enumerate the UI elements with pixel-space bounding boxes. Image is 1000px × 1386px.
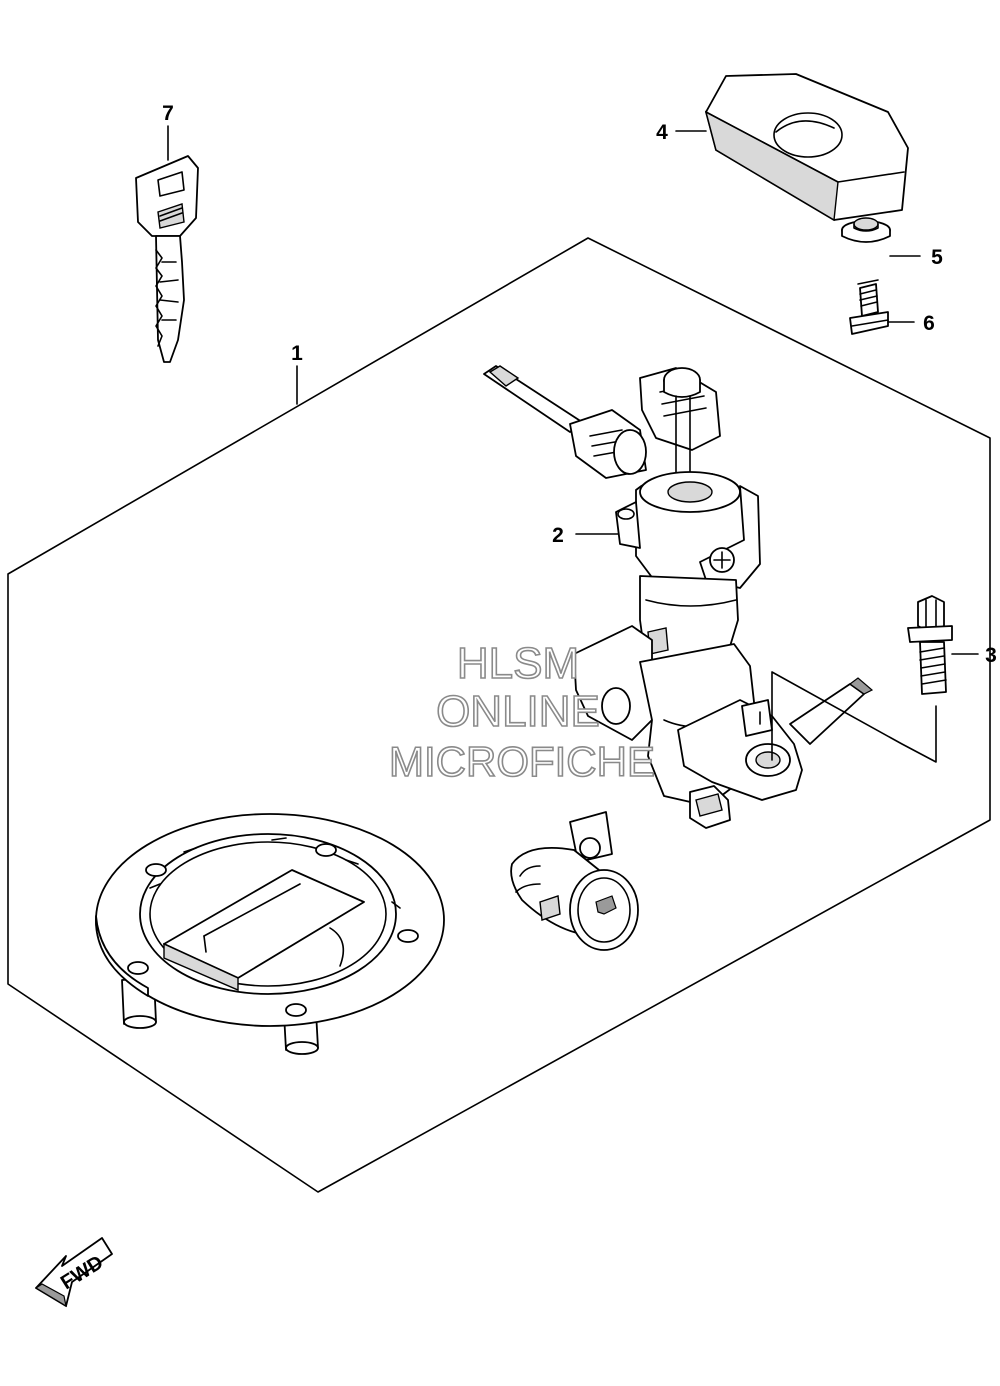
bolt-part — [907, 595, 953, 695]
ignition-switch-part — [483, 365, 874, 829]
callouts: 7 1 2 4 5 6 3 — [162, 102, 997, 667]
callout-2: 2 — [552, 524, 564, 547]
callout-6: 6 — [923, 312, 935, 335]
callout-7: 7 — [162, 102, 174, 125]
seat-lock-part — [510, 811, 639, 951]
leader-lines — [167, 125, 979, 763]
callout-5: 5 — [931, 246, 943, 269]
fwd-arrow: FWD — [34, 1237, 113, 1308]
grommet-part — [841, 217, 891, 243]
cover-part — [704, 73, 909, 222]
watermark-line-2: ONLINE — [436, 687, 600, 736]
watermark-line-3: MICROFICHE — [389, 738, 655, 785]
assembly-box — [7, 237, 991, 1193]
watermark-line-1: HLSM — [457, 639, 579, 688]
callout-3: 3 — [985, 644, 997, 667]
fuel-cap-part — [95, 813, 445, 1055]
callout-4: 4 — [656, 121, 668, 144]
callout-1: 1 — [291, 342, 303, 365]
key-part — [135, 155, 199, 363]
small-bolt-part — [849, 279, 889, 335]
watermark: HLSM ONLINE MICROFICHE — [388, 638, 656, 786]
